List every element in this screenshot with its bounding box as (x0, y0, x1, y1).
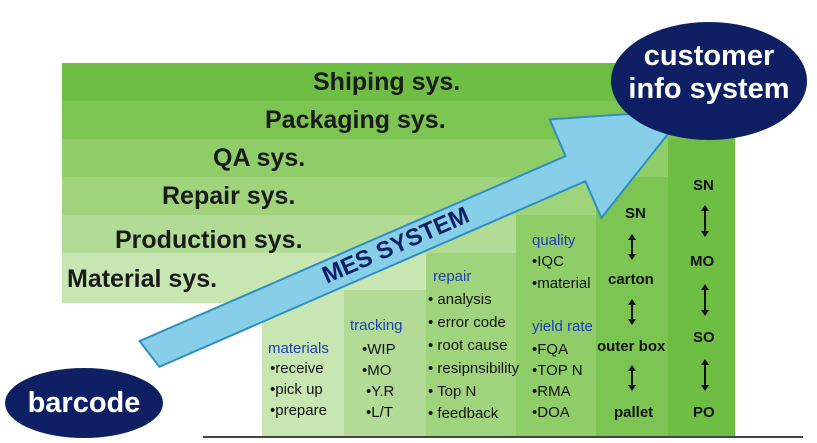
layer-label-shipping: Shiping sys. (313, 68, 461, 96)
customer-info-ellipse: customer info system (611, 22, 807, 140)
yield-rate-item: •DOA (532, 404, 570, 421)
tracking-item: •WIP (362, 341, 396, 358)
repair-item: • root cause (428, 337, 508, 354)
customer-so: SO (693, 329, 715, 346)
layer-label-repair: Repair sys. (162, 182, 296, 210)
tracking-item: •MO (362, 362, 392, 379)
yield-rate-item: •RMA (532, 383, 571, 400)
quality-title: quality (532, 232, 576, 249)
materials-title: materials (268, 340, 329, 357)
quality-item: •IQC (532, 253, 564, 270)
customer-column-bg (668, 139, 735, 436)
customer-sn: SN (693, 177, 714, 194)
repair-item: • analysis (428, 291, 492, 308)
yield-rate-item: •TOP N (532, 362, 583, 379)
quality-item: •material (532, 275, 591, 292)
repair-item: • resipnsibility (428, 360, 520, 377)
tracking-title: tracking (350, 317, 403, 334)
quality-column-bg (516, 215, 596, 436)
materials-column-bg (262, 303, 344, 436)
customer-mo: MO (690, 253, 715, 270)
baseline (203, 436, 803, 438)
tracking-column-bg (344, 290, 426, 436)
tracking-item: •Y.R (366, 383, 395, 400)
layer-label-qa: QA sys. (213, 144, 306, 172)
double-arrow-icon (701, 359, 709, 391)
double-arrow-icon (628, 365, 636, 391)
packing-carton: carton (608, 271, 654, 288)
customer-line-1: customer (643, 40, 775, 72)
repair-item: • feedback (428, 405, 499, 422)
packing-sn: SN (625, 205, 646, 222)
packing-pallet: pallet (614, 404, 654, 421)
layer-label-material: Material sys. (67, 265, 218, 293)
tracking-item: •L/T (366, 404, 393, 421)
materials-item: •pick up (270, 381, 323, 398)
layer-label-production: Production sys. (115, 226, 303, 254)
layer-label-packaging: Packaging sys. (265, 106, 446, 134)
packing-outer-box: outer box (597, 338, 666, 355)
double-arrow-icon (701, 284, 709, 316)
double-arrow-icon (628, 299, 636, 325)
repair-title: repair (433, 268, 472, 285)
repair-item: • error code (428, 314, 506, 331)
materials-item: •prepare (270, 402, 327, 419)
customer-po: PO (693, 404, 715, 421)
barcode-ellipse: barcode (5, 368, 163, 438)
double-arrow-icon (628, 234, 636, 260)
customer-line-2: info system (628, 73, 790, 105)
yield-rate-title: yield rate (532, 318, 593, 335)
double-arrow-icon (701, 205, 709, 237)
barcode-label: barcode (27, 387, 141, 419)
yield-rate-item: •FQA (532, 341, 569, 358)
repair-column-bg (426, 253, 516, 436)
materials-item: •receive (270, 360, 324, 377)
repair-item: • Top N (428, 383, 477, 400)
